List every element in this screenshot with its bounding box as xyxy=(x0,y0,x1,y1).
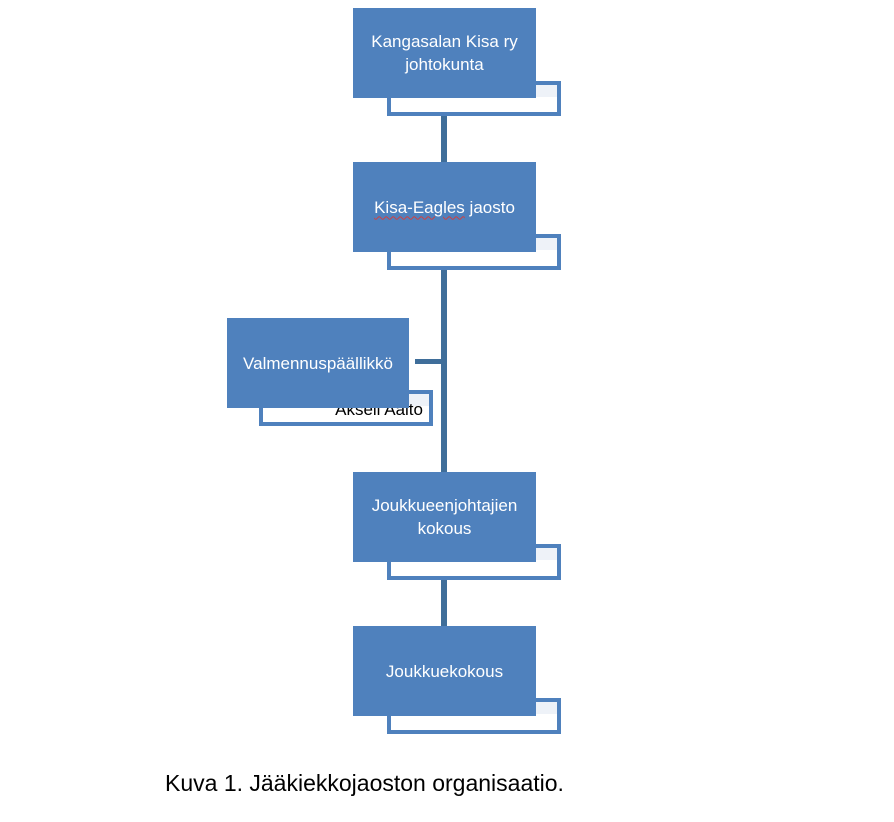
node-johtokunta-label: Kangasalan Kisa ry johtokunta xyxy=(371,32,518,74)
connector-branch-valmennus xyxy=(415,359,444,364)
connector-jaosto-joukkueenjohtajat xyxy=(441,260,447,473)
connector-johtokunta-jaosto xyxy=(441,115,447,163)
node-jaosto-label-part2: jaosto xyxy=(464,197,515,217)
node-joukkueenjohtajat-box: Joukkueenjohtajien kokous xyxy=(353,472,536,562)
node-valmennus-box: Valmennuspäällikkö xyxy=(227,318,409,408)
node-jaosto-box: Kisa-Eagles jaosto xyxy=(353,162,536,252)
figure-caption: Kuva 1. Jääkiekkojaoston organisaatio. xyxy=(165,770,564,796)
node-jaosto-label-part1: Kisa-Eagles xyxy=(374,197,465,217)
node-valmennus-label: Valmennuspäällikkö xyxy=(243,353,393,373)
node-joukkueenjohtajat-label: Joukkueenjohtajien kokous xyxy=(371,496,518,538)
node-joukkuekokous-label: Joukkuekokous xyxy=(385,661,504,681)
node-johtokunta-box: Kangasalan Kisa ry johtokunta xyxy=(353,8,536,98)
node-jaosto-label: Kisa-Eagles jaosto xyxy=(374,196,515,219)
connector-joukkueenjohtajat-joukkuekokous xyxy=(441,579,447,627)
node-joukkuekokous-box: Joukkuekokous xyxy=(353,626,536,716)
